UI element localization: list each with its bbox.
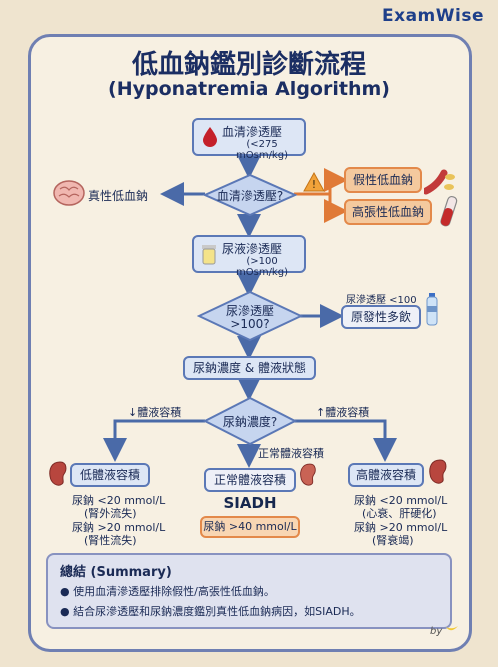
volume-increase-label: ↑體液容積 [316, 406, 370, 419]
siadh-na-label: 尿鈉 >40 mmol/L [203, 520, 297, 533]
brand-logo: ExamWise [382, 6, 484, 26]
urine-osm-question-line2: >100? [230, 317, 270, 331]
primary-polydipsia-label: 原發性多飲 [350, 310, 411, 324]
volume-normal-label: 正常體液容積 [258, 447, 324, 460]
byline: by [430, 624, 459, 637]
high-volume-na-high: 尿鈉 >20 mmol/L [354, 521, 448, 534]
siadh-na-box: 尿鈉 >40 mmol/L [200, 516, 300, 538]
urine-osm-label: 尿液滲透壓 [222, 242, 283, 256]
kidney-icon-left [48, 460, 70, 492]
blood-vessel-icon [422, 165, 458, 199]
normal-volume-label: 正常體液容積 [213, 473, 286, 487]
high-volume-box: 高體液容積 [348, 463, 424, 487]
high-volume-label: 高體液容積 [355, 468, 416, 482]
serum-osm-threshold: (<275 mOsm/kg) [236, 139, 288, 161]
serum-osm-question: 血清滲透壓? [216, 189, 284, 203]
true-hyponatremia-label: 真性低血鈉 [88, 189, 149, 203]
low-volume-box: 低體液容積 [70, 463, 150, 487]
hypertonic-hyponatremia-box: 高張性低血鈉 [344, 199, 432, 225]
high-volume-na-low-cause: (心衰、肝硬化) [362, 507, 437, 520]
urine-na-volume-label: 尿鈉濃度 & 體液狀態 [193, 361, 306, 375]
brain-icon [52, 179, 86, 211]
water-bottle-icon [425, 292, 439, 330]
urine-na-decision [203, 396, 297, 446]
low-volume-na-high: 尿鈉 >20 mmol/L [72, 521, 166, 534]
summary-bullet-1-text: 使用血清滲透壓排除假性/高張性低血鈉。 [73, 585, 275, 598]
primary-polydipsia-note: 尿滲透壓 <100 [346, 295, 417, 306]
serum-osm-label: 血清滲透壓 [222, 125, 283, 139]
kidney-icon-right [428, 458, 450, 490]
urine-osm-question-line1: 尿滲透壓 [225, 304, 274, 318]
urine-cup-icon [200, 243, 218, 268]
summary-panel: 總結 (Summary) ● 使用血清滲透壓排除假性/高張性低血鈉。 ● 結合尿… [46, 553, 452, 629]
byline-text: by [430, 626, 443, 637]
primary-polydipsia-box: 原發性多飲 [341, 305, 421, 329]
siadh-label: SIADH [223, 494, 277, 512]
summary-bullet-2: ● 結合尿滲透壓和尿鈉濃度鑑別真性低血鈉病因，如SIADH。 [60, 605, 361, 618]
low-volume-na-high-cause: (腎性流失) [84, 534, 137, 547]
blood-drop-icon [202, 126, 218, 151]
urine-na-volume-box: 尿鈉濃度 & 體液狀態 [183, 356, 316, 380]
serum-osm-box: 血清滲透壓 (<275 mOsm/kg) [192, 118, 306, 161]
pseudo-hyponatremia-label: 假性低血鈉 [352, 173, 413, 187]
urine-na-question: 尿鈉濃度? [222, 415, 278, 429]
hypertonic-hyponatremia-label: 高張性低血鈉 [351, 205, 424, 219]
title-chinese: 低血鈉鑑別診斷流程 [131, 50, 366, 80]
summary-bullet-1: ● 使用血清滲透壓排除假性/高張性低血鈉。 [60, 585, 275, 598]
test-tube-icon [436, 194, 460, 234]
low-volume-na-low-cause: (腎外流失) [84, 507, 137, 520]
high-volume-na-high-cause: (腎衰竭) [372, 534, 414, 547]
title-english: (Hyponatremia Algorithm) [108, 78, 390, 100]
warning-icon: ! [303, 171, 325, 196]
normal-volume-box: 正常體液容積 [204, 468, 296, 492]
summary-bullet-2-text: 結合尿滲透壓和尿鈉濃度鑑別真性低血鈉病因，如SIADH。 [73, 605, 361, 618]
urine-osm-decision [197, 290, 303, 342]
kidney-icon-center [299, 462, 319, 492]
urine-osm-box: 尿液滲透壓 (>100 mOsm/kg) [192, 235, 306, 278]
low-volume-label: 低體液容積 [79, 468, 140, 482]
serum-osm-decision [203, 173, 297, 217]
banana-icon [445, 626, 459, 637]
pseudo-hyponatremia-box: 假性低血鈉 [344, 167, 422, 193]
summary-title: 總結 (Summary) [60, 565, 172, 580]
urine-osm-threshold: (>100 mOsm/kg) [236, 256, 288, 278]
svg-text:!: ! [312, 178, 316, 191]
volume-decrease-label: ↓體液容積 [128, 406, 182, 419]
high-volume-na-low: 尿鈉 <20 mmol/L [354, 494, 448, 507]
low-volume-na-low: 尿鈉 <20 mmol/L [72, 494, 166, 507]
